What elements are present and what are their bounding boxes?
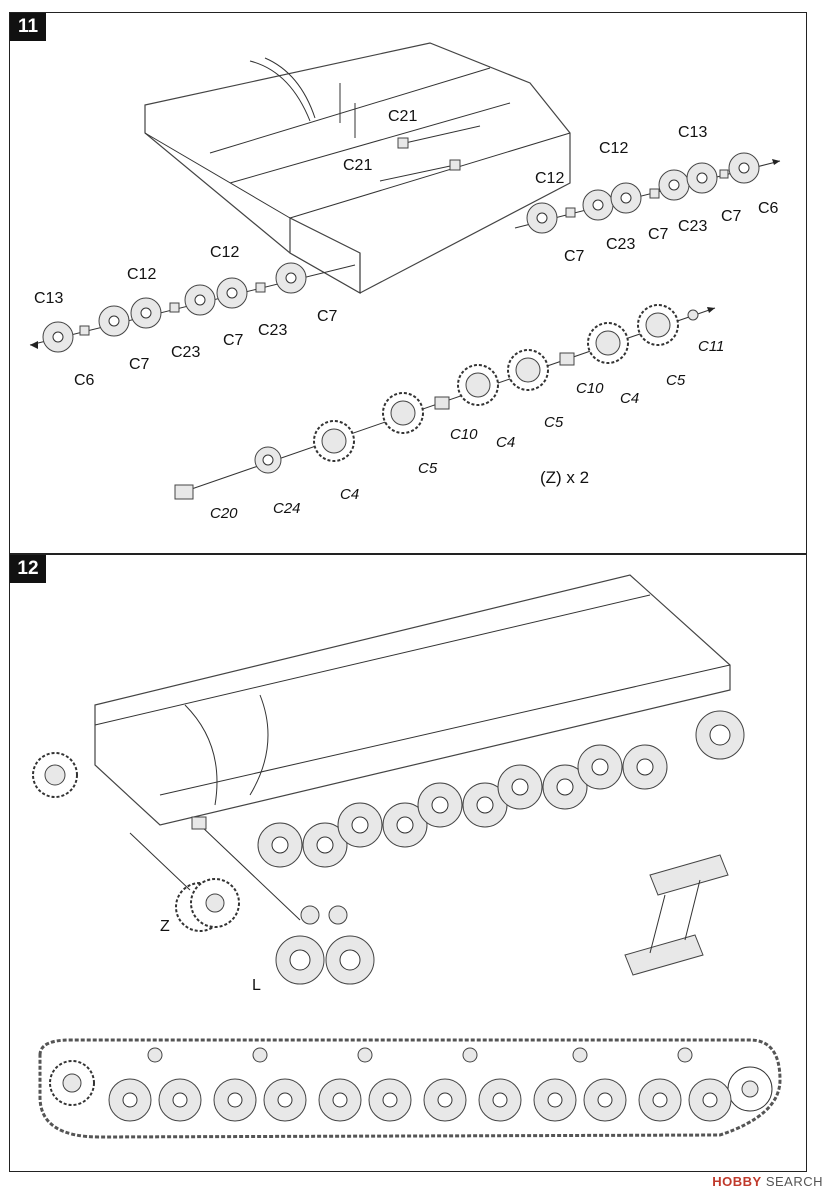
part-label: C7 xyxy=(721,208,742,225)
part-label: C7 xyxy=(317,308,338,325)
part-label: C4 xyxy=(496,434,515,451)
return-roller xyxy=(462,1047,478,1063)
part-label: C5 xyxy=(544,414,564,431)
return-roller xyxy=(252,1047,268,1063)
wheel-hub xyxy=(652,1092,668,1108)
part-label: C11 xyxy=(698,338,724,355)
part-label: C7 xyxy=(564,248,585,265)
step-11-panel: 11 xyxy=(9,12,807,554)
return-roller xyxy=(572,1047,588,1063)
quantity-note: (Z) x 2 xyxy=(540,468,589,487)
part-label: C21 xyxy=(343,157,372,174)
wheel-hub xyxy=(597,1092,613,1108)
wheel-hub xyxy=(591,758,609,776)
step-12-diagram: Z L xyxy=(32,574,782,1139)
right-roadwheel-row xyxy=(514,152,781,234)
part-label: C20 xyxy=(210,505,238,522)
wheel-hub xyxy=(316,836,334,854)
hull-rear-section xyxy=(144,42,571,295)
step-12-panel: 12 xyxy=(9,554,807,1172)
idler-axles xyxy=(379,125,481,182)
left-roadwheel-row xyxy=(29,262,356,353)
part-label: C4 xyxy=(620,390,639,407)
part-label: C12 xyxy=(535,170,564,187)
part-label: C23 xyxy=(171,344,200,361)
part-label: C5 xyxy=(666,372,686,389)
step-number-badge: 11 xyxy=(10,13,46,41)
part-label: C23 xyxy=(678,218,707,235)
idler-wheel xyxy=(695,710,745,760)
wheel-hub xyxy=(511,778,529,796)
step-number-badge: 12 xyxy=(10,555,46,583)
wheel-hub xyxy=(172,1092,188,1108)
sprocket-label: Z xyxy=(160,918,170,935)
wheel-hub xyxy=(396,816,414,834)
wheel-hub xyxy=(636,758,654,776)
wheel-hub xyxy=(492,1092,508,1108)
wheel-hub xyxy=(437,1092,453,1108)
watermark: HOBBY SEARCH xyxy=(712,1174,823,1189)
bogie-l xyxy=(191,816,375,985)
wheel-hub xyxy=(547,1092,563,1108)
return-roller xyxy=(677,1047,693,1063)
wheel-hub xyxy=(351,816,369,834)
wheel-hub xyxy=(382,1092,398,1108)
part-label: C13 xyxy=(34,290,63,307)
part-label: C6 xyxy=(758,200,779,217)
track-side-view xyxy=(38,1038,782,1139)
part-label: C13 xyxy=(678,124,707,141)
wheel-hub xyxy=(556,778,574,796)
part-label: C7 xyxy=(223,332,244,349)
return-roller xyxy=(147,1047,163,1063)
sprocket-z xyxy=(129,832,240,932)
track-links xyxy=(624,854,729,976)
part-label: C23 xyxy=(606,236,635,253)
wheel-hub xyxy=(332,1092,348,1108)
part-label: C24 xyxy=(273,500,301,517)
step-11-diagram: C21 C21 C12 C13 C12 C6 C7 C23 C7 C23 C7 … xyxy=(29,42,781,522)
wheel-hub xyxy=(431,796,449,814)
part-label: C10 xyxy=(450,426,478,443)
part-label: C5 xyxy=(418,460,438,477)
sprocket-row xyxy=(174,304,716,500)
front-sprocket xyxy=(32,752,78,798)
wheel-hub xyxy=(277,1092,293,1108)
wheel-hub xyxy=(227,1092,243,1108)
return-roller xyxy=(357,1047,373,1063)
hull-lower xyxy=(94,574,731,826)
part-label: C23 xyxy=(258,322,287,339)
part-label: C4 xyxy=(340,486,359,503)
wheel-hub xyxy=(702,1092,718,1108)
part-label: C21 xyxy=(388,108,417,125)
part-label: C12 xyxy=(599,140,628,157)
bogie-label: L xyxy=(252,977,261,994)
part-label: C12 xyxy=(210,244,239,261)
part-label: C7 xyxy=(648,226,669,243)
part-label: C7 xyxy=(129,356,150,373)
wheel-hub xyxy=(476,796,494,814)
wheel-hub xyxy=(271,836,289,854)
bogie-row xyxy=(257,744,668,868)
wheel-hub xyxy=(122,1092,138,1108)
part-label: C6 xyxy=(74,372,95,389)
part-label: C12 xyxy=(127,266,156,283)
part-label: C10 xyxy=(576,380,604,397)
side-roadwheels xyxy=(108,1047,732,1122)
